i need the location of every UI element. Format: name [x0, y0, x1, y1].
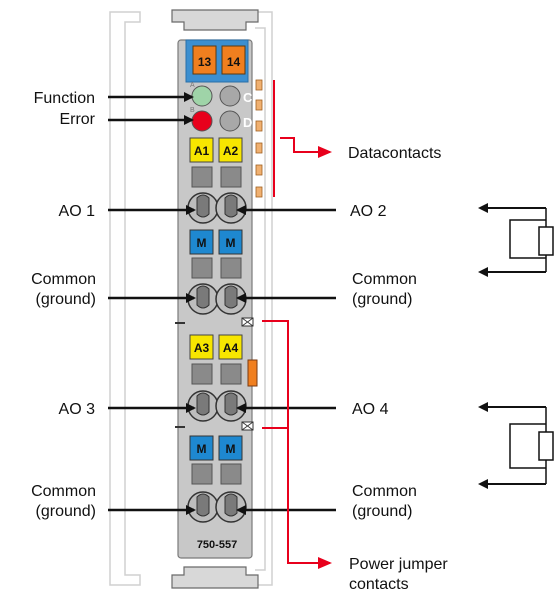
- tag-13: [192, 45, 217, 75]
- label-ao1: AO 1: [59, 203, 96, 220]
- slot-a2: [218, 137, 243, 163]
- load-circuit-2: [478, 402, 554, 489]
- power-jumper-indicator: Power jumper contacts: [262, 320, 448, 593]
- release-a2: [220, 166, 242, 188]
- led-error: [191, 110, 213, 132]
- label-ground-l1: (ground): [36, 291, 96, 308]
- slot-a1: [189, 137, 214, 163]
- tag-13-label: 13: [198, 55, 212, 69]
- label-ao2: AO 2: [350, 203, 387, 220]
- slot-m3-label: M: [197, 442, 207, 456]
- label-common-l1: Common: [31, 271, 96, 288]
- datacontacts-indicator: Datacontacts: [273, 80, 441, 197]
- slot-m4-label: M: [226, 442, 236, 456]
- data-contacts: [255, 79, 263, 198]
- label-ao4: AO 4: [352, 401, 389, 418]
- label-common-r1: Common: [352, 271, 417, 288]
- slot-m2-label: M: [226, 236, 236, 250]
- model-number: 750-557: [197, 539, 237, 551]
- slot-a4: [218, 334, 243, 360]
- label-datacontacts: Datacontacts: [348, 145, 441, 162]
- label-ground-r1: (ground): [352, 291, 412, 308]
- slot-m1-label: M: [197, 236, 207, 250]
- clamp-row-1: [187, 192, 247, 224]
- left-labels: Function Error AO 1 Common (ground) AO 3…: [31, 90, 196, 520]
- release-m3: [191, 463, 213, 485]
- label-function: Function: [34, 90, 95, 107]
- bottom-latch: [171, 566, 259, 589]
- label-error: Error: [59, 111, 95, 128]
- io-module: 13 14 A B C D A1 A2: [171, 9, 263, 589]
- tag-14-label: 14: [227, 55, 241, 69]
- led-b-letter: B: [190, 107, 195, 114]
- label-ground-r2: (ground): [352, 503, 412, 520]
- label-ground-l2: (ground): [36, 503, 96, 520]
- led-a-letter: A: [190, 82, 195, 89]
- right-labels: AO 2 Common (ground) AO 4 Common (ground…: [236, 203, 417, 520]
- clamp-row-2: [187, 283, 247, 315]
- label-common-r2: Common: [352, 483, 417, 500]
- slot-m4: [218, 435, 243, 461]
- led-d: [219, 110, 241, 132]
- slot-a2-label: A2: [223, 144, 239, 158]
- slot-m1: [189, 229, 214, 255]
- release-a1: [191, 166, 213, 188]
- slot-a4-label: A4: [223, 341, 239, 355]
- led-function: [191, 85, 213, 107]
- label-ao3: AO 3: [59, 401, 96, 418]
- slot-m2: [218, 229, 243, 255]
- label-power-jumper-1: Power jumper: [349, 556, 448, 573]
- led-d-letter: D: [243, 115, 252, 130]
- top-latch: [171, 9, 259, 31]
- side-orange-contact: [247, 359, 258, 387]
- slot-a3-label: A3: [194, 341, 210, 355]
- led-c: [219, 85, 241, 107]
- label-power-jumper-2: contacts: [349, 576, 409, 593]
- label-common-l2: Common: [31, 483, 96, 500]
- release-m1: [191, 257, 213, 279]
- release-a4: [220, 363, 242, 385]
- slot-a3: [189, 334, 214, 360]
- led-c-letter: C: [243, 90, 253, 105]
- release-m2: [220, 257, 242, 279]
- load-circuit-1: [478, 203, 554, 277]
- tag-14: [221, 45, 246, 75]
- release-a3: [191, 363, 213, 385]
- slot-m3: [189, 435, 214, 461]
- slot-a1-label: A1: [194, 144, 210, 158]
- release-m4: [220, 463, 242, 485]
